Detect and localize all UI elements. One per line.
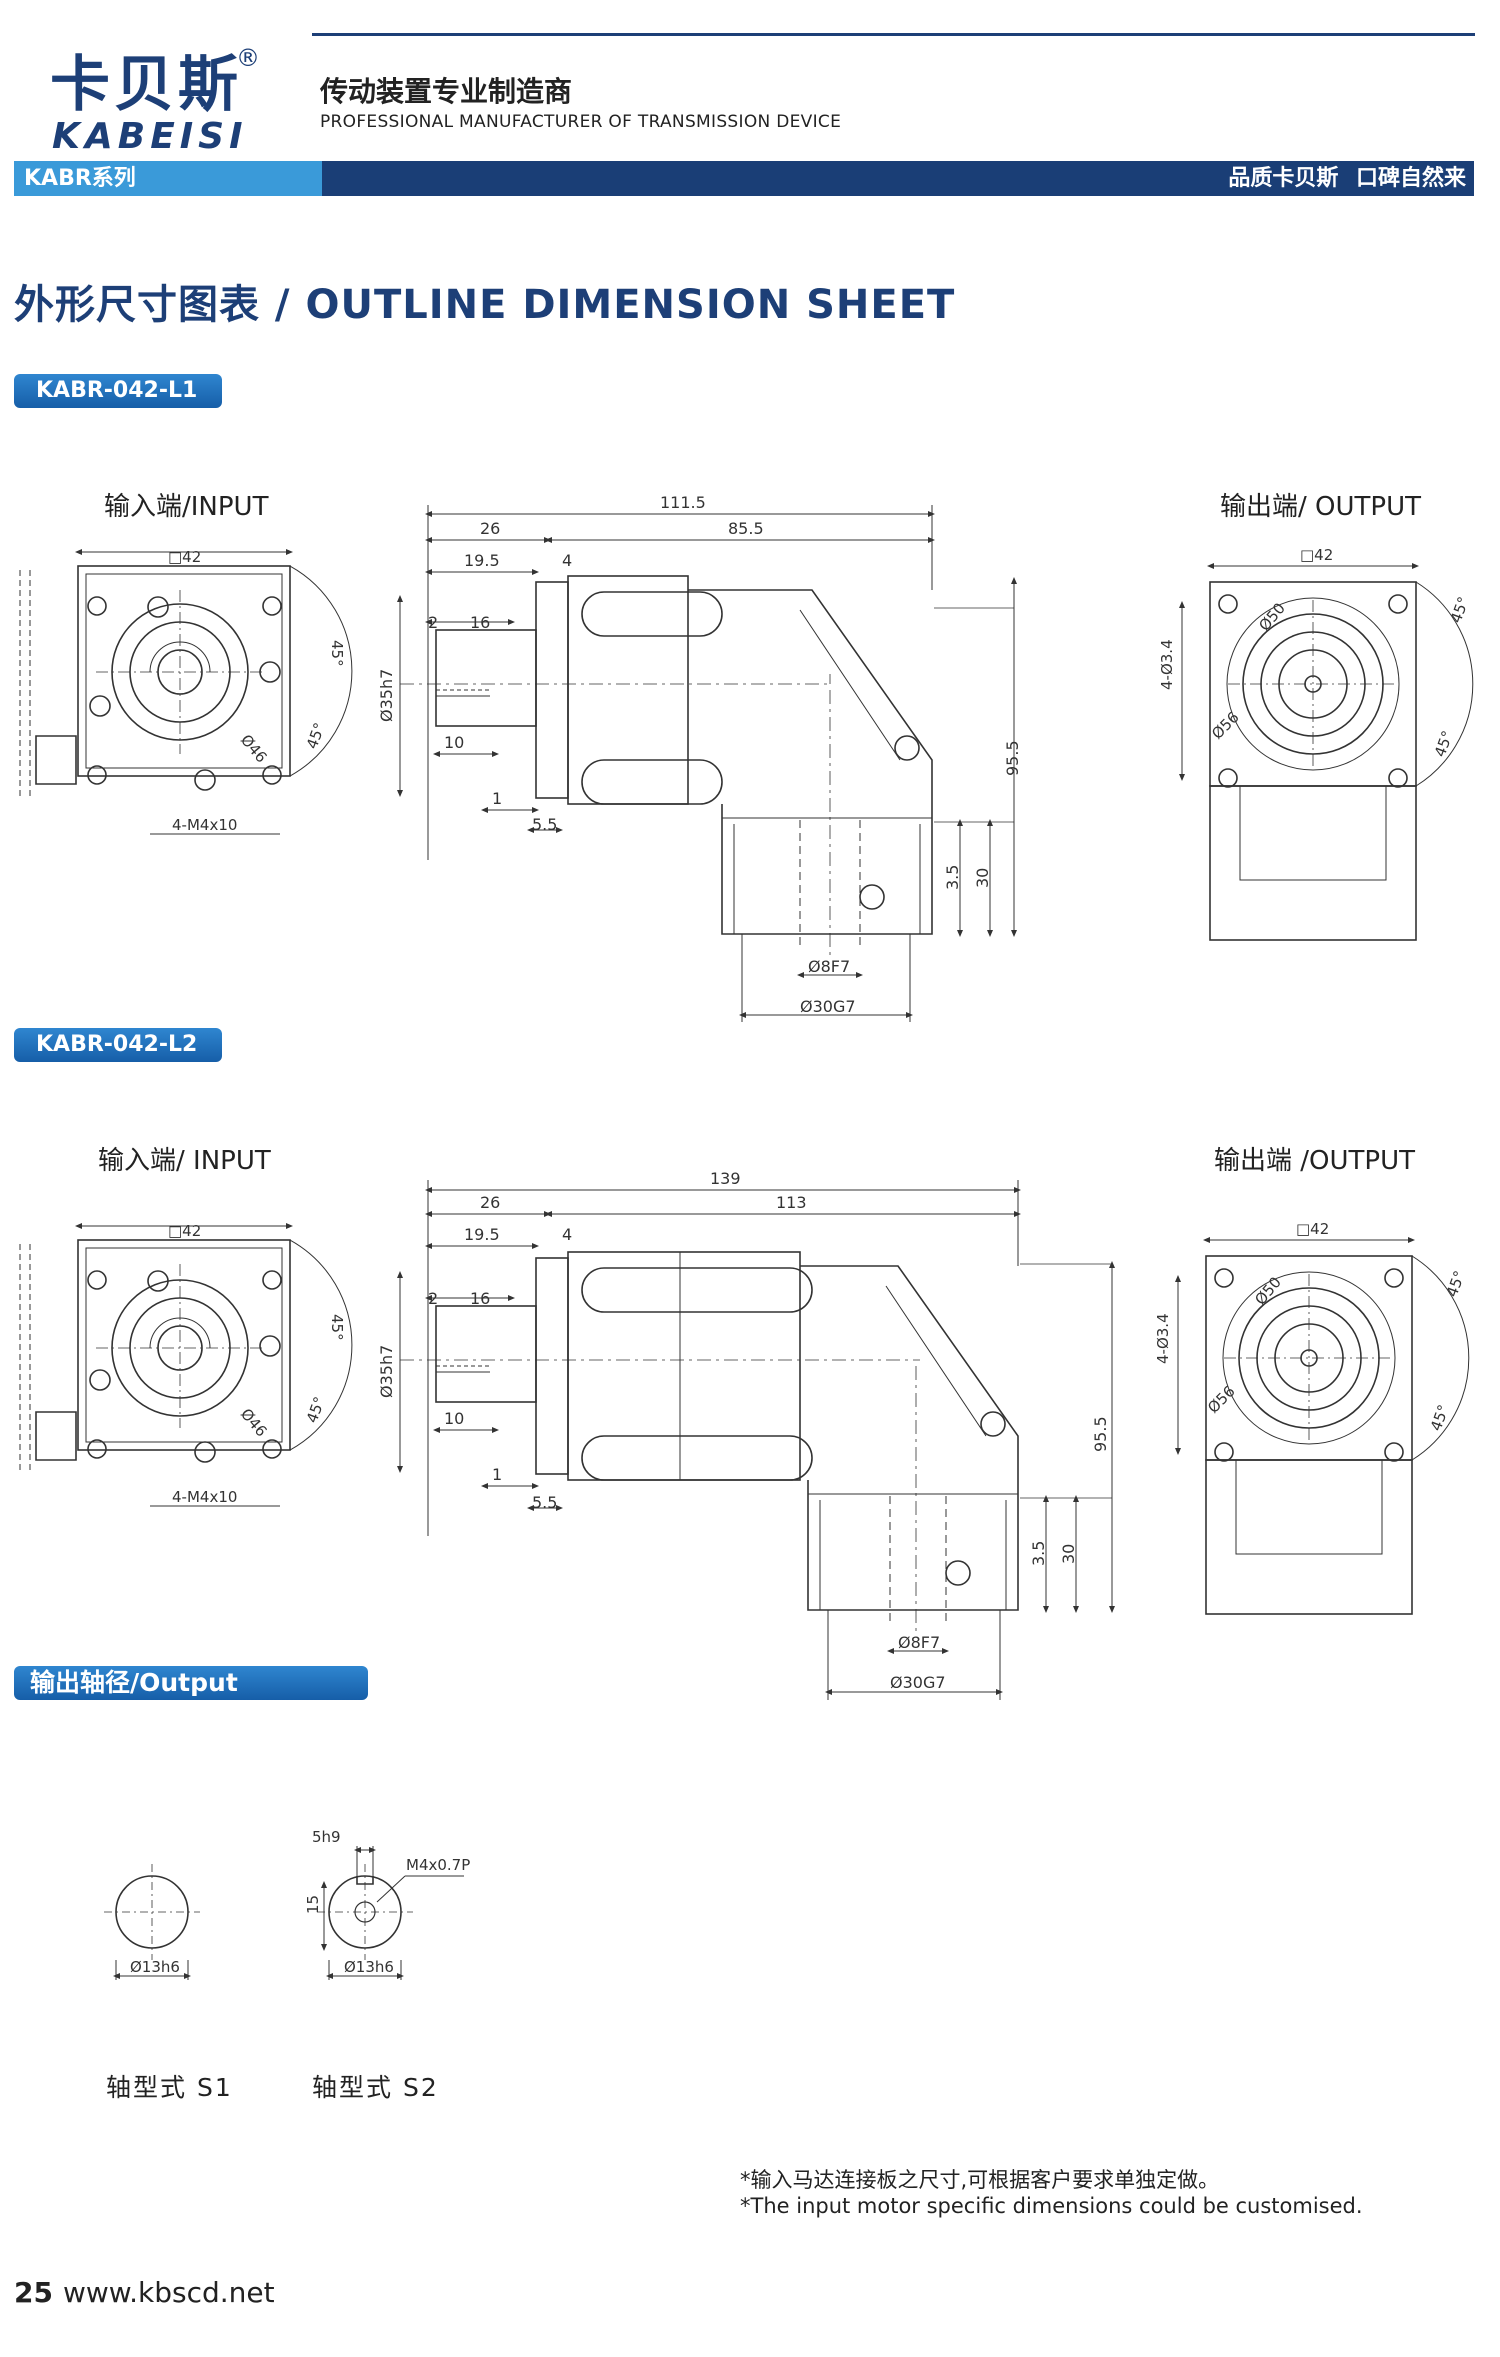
dim-holes-l1-out: 4-Ø3.4 (1158, 639, 1176, 690)
dim-square-l1-in: □42 (168, 548, 201, 566)
dim-angle-l1-in-a: 45° (328, 640, 346, 667)
input-view-l1-labels: □42 45° 45° Ø46 4-M4x10 (168, 548, 346, 834)
input-view-l2 (19, 1223, 353, 1507)
model-badge-l1: KABR-042-L1 (14, 374, 222, 408)
dim-square-l1-out: □42 (1300, 546, 1333, 564)
side-view-l2-dims (397, 1180, 1115, 1700)
shaft-s2-drawing (317, 1846, 464, 1980)
dim-b-l2: 113 (776, 1193, 807, 1212)
shaft-s1-drawing (104, 1864, 200, 1980)
dim-j-l2: 3.5 (1029, 1541, 1048, 1566)
dim-pcd1-l2-out: Ø50 (1251, 1273, 1285, 1308)
dim-a-l1: 26 (480, 519, 500, 538)
brand-logo-en: KABEISI (52, 116, 248, 157)
dim-s1-dia: Ø13h6 (130, 1958, 180, 1976)
dim-d-l1: 4 (562, 551, 572, 570)
dim-s2-key: 5h9 (312, 1828, 341, 1846)
dim-h-l2: 1 (492, 1465, 502, 1484)
dim-j-l1: 3.5 (943, 865, 962, 890)
dim-angle-l2-out-b: 45° (1427, 1402, 1453, 1433)
side-view-l2-labels: 139 26 113 19.5 4 2 16 Ø35h7 10 1 5.5 95… (377, 1169, 1110, 1692)
website-link[interactable]: www.kbscd.net (62, 2276, 275, 2309)
dim-bore-l1: Ø35h7 (377, 669, 396, 722)
output-view-label-l1: 输出端/ OUTPUT (1220, 492, 1421, 522)
dim-e-l2: 2 (428, 1289, 438, 1308)
dim-angle-l1-out-a: 45° (1447, 594, 1473, 625)
dim-angle-l2-in-a: 45° (328, 1314, 346, 1341)
page-number: 25 (14, 2276, 53, 2309)
dim-pcd-l2-in: Ø46 (237, 1405, 271, 1440)
dim-angle-l1-out-b: 45° (1431, 728, 1457, 759)
dim-total-l1: 111.5 (660, 493, 706, 512)
output-view-l1-labels: □42 4-Ø3.4 Ø50 Ø56 45° 45° (1158, 546, 1473, 759)
shaft-s1-label: 轴型式 S1 (106, 2073, 233, 2102)
dim-total-l2: 139 (710, 1169, 741, 1188)
dim-h-l1: 1 (492, 789, 502, 808)
side-view-l1-dims (397, 505, 1017, 1022)
dim-bore-l2: Ø35h7 (377, 1345, 396, 1398)
side-view-l2 (399, 1251, 1112, 1636)
tagline-cn: 传动装置专业制造商 (320, 75, 573, 108)
series-label: KABR系列 (24, 166, 136, 191)
slogan-bar (322, 161, 1474, 196)
dim-c-l1: 19.5 (464, 551, 500, 570)
dim-pcd2-l2-out: Ø56 (1204, 1382, 1239, 1417)
dim-pcd2-l1-out: Ø56 (1208, 708, 1243, 743)
dim-angle-l2-out-a: 45° (1443, 1268, 1469, 1299)
shaft-s2-label: 轴型式 S2 (312, 2073, 439, 2102)
dim-g-l2: 10 (444, 1409, 464, 1428)
dim-square-l2-out: □42 (1296, 1220, 1329, 1238)
dim-k-l2: 30 (1059, 1544, 1078, 1564)
dim-d-l2: 4 (562, 1225, 572, 1244)
dim-height-l1: 95.5 (1003, 740, 1022, 776)
output-view-l2 (1175, 1237, 1470, 1615)
dim-f-l1: 16 (470, 613, 490, 632)
dim-square-l2-in: □42 (168, 1222, 201, 1240)
series-bar (14, 161, 322, 196)
output-diameter-badge: 输出轴径/Output Diameter (14, 1666, 368, 1731)
dim-s2-height: 15 (304, 1895, 322, 1914)
dim-pilot-l2: Ø30G7 (890, 1673, 946, 1692)
dim-bolts-l1-in: 4-M4x10 (172, 816, 237, 834)
output-view-l2-labels: □42 4-Ø3.4 Ø50 Ø56 45° 45° (1154, 1220, 1469, 1433)
dim-s2-dia: Ø13h6 (344, 1958, 394, 1976)
output-view-l1 (1179, 563, 1474, 941)
input-view-label-l1: 输入端/INPUT (104, 492, 269, 522)
dim-k-l1: 30 (973, 868, 992, 888)
note-en: *The input motor specific dimensions cou… (740, 2194, 1363, 2218)
page-footer: 25 www.kbscd.net (14, 2276, 275, 2309)
dim-c-l2: 19.5 (464, 1225, 500, 1244)
input-view-label-l2: 输入端/ INPUT (98, 1146, 271, 1176)
tagline-en: PROFESSIONAL MANUFACTURER OF TRANSMISSIO… (320, 112, 842, 132)
dim-bolts-l2-in: 4-M4x10 (172, 1488, 237, 1506)
output-view-label-l2: 输出端 /OUTPUT (1214, 1146, 1415, 1176)
dim-height-l2: 95.5 (1091, 1416, 1110, 1452)
dim-a-l2: 26 (480, 1193, 500, 1212)
dim-e-l1: 2 (428, 613, 438, 632)
dim-f-l2: 16 (470, 1289, 490, 1308)
dim-pcd1-l1-out: Ø50 (1255, 599, 1289, 634)
shaft-labels: Ø13h6 Ø13h6 5h9 15 M4x0.7P (130, 1828, 470, 1976)
note-cn: *输入马达连接板之尺寸,可根据客户要求单独定做。 (740, 2168, 1220, 2192)
registered-mark: ® (236, 44, 260, 72)
dim-pilot-l1: Ø30G7 (800, 997, 856, 1016)
dim-s2-thread: M4x0.7P (406, 1856, 470, 1874)
brand-logo-cn: 卡贝斯 (50, 50, 242, 120)
page-title: 外形尺寸图表 / OUTLINE DIMENSION SHEET (14, 282, 956, 328)
side-view-l1 (399, 575, 1014, 960)
dim-pcd-l1-in: Ø46 (237, 731, 271, 766)
side-view-l1-labels: 111.5 26 85.5 19.5 4 2 16 Ø35h7 10 1 5.5… (377, 493, 1022, 1016)
dim-shaft-l2: Ø8F7 (898, 1633, 940, 1652)
dim-shaft-l1: Ø8F7 (808, 957, 850, 976)
dim-g-l1: 10 (444, 733, 464, 752)
model-badge-l2: KABR-042-L2 (14, 1028, 222, 1062)
dim-b-l1: 85.5 (728, 519, 764, 538)
dim-holes-l2-out: 4-Ø3.4 (1154, 1313, 1172, 1364)
input-view-l1 (19, 549, 353, 835)
dim-i-l2: 5.5 (532, 1493, 557, 1512)
dim-i-l1: 5.5 (532, 815, 557, 834)
header-rule (312, 33, 1475, 36)
slogan: 品质卡贝斯 口碑自然来 (1228, 166, 1466, 191)
